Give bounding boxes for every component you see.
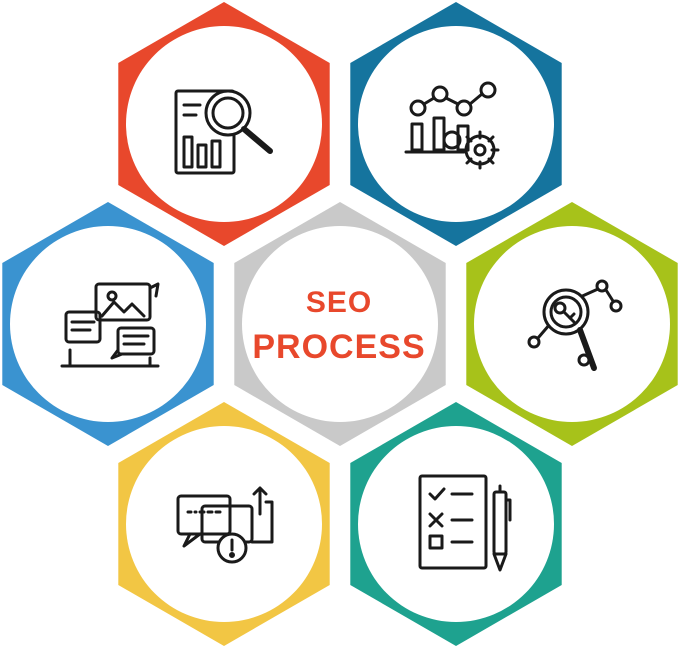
- hex-engagement: [118, 402, 330, 646]
- hex-optimization-inner-circle: [358, 26, 554, 222]
- hex-reporting-inner-circle: [358, 426, 554, 622]
- center-hex: [234, 202, 446, 446]
- hex-reporting: [350, 402, 562, 646]
- center-title-line1: SEO: [306, 286, 372, 319]
- center-hex-inner-circle: [242, 226, 438, 422]
- hex-content: [2, 202, 214, 446]
- hex-engagement-inner-circle: [126, 426, 322, 622]
- key-search-network-icon: [527, 279, 623, 371]
- hex-content-inner-circle: [10, 226, 206, 422]
- gears-chart-icon: [404, 81, 500, 170]
- checklist-pen-icon: [418, 474, 512, 572]
- hex-optimization: [350, 2, 562, 246]
- chat-laptop-icon: [60, 282, 160, 368]
- alert-messages-icon: [176, 486, 274, 564]
- report-magnifier-icon: [174, 89, 273, 175]
- center-title-line2: PROCESS: [252, 328, 425, 366]
